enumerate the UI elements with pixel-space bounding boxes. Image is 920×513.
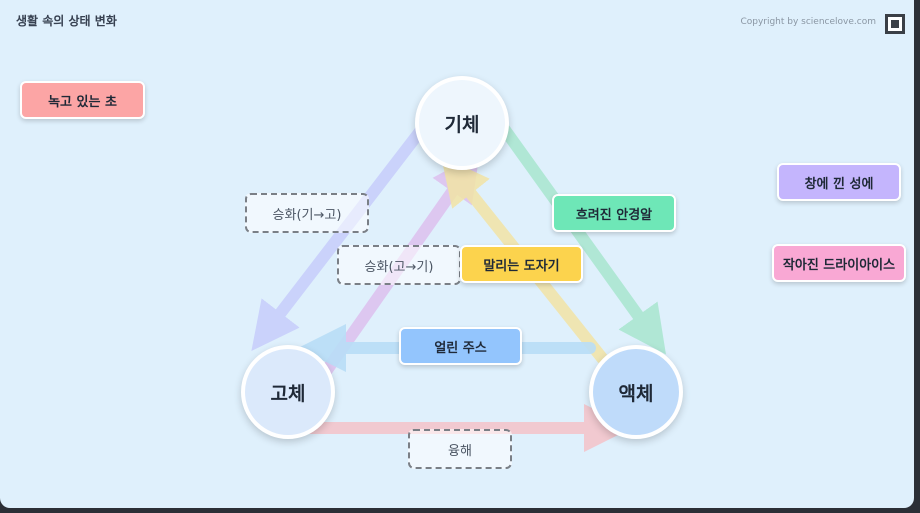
card-melting-candle[interactable]: 녹고 있는 초 [20, 81, 145, 119]
label-sublimation-gas-to-solid: 승화(기→고) [245, 193, 369, 233]
state-solid-node[interactable]: 고체 [241, 345, 335, 439]
card-shrunken-dry-ice[interactable]: 작아진 드라이아이스 [772, 244, 906, 282]
card-drying-pottery[interactable]: 말리는 도자기 [460, 245, 583, 283]
card-window-frost[interactable]: 창에 낀 성에 [777, 163, 901, 201]
card-foggy-glasses[interactable]: 흐려진 안경알 [552, 194, 676, 232]
state-liquid-node[interactable]: 액체 [589, 345, 683, 439]
state-gas-node[interactable]: 기체 [415, 76, 509, 170]
label-melting: 융해 [408, 429, 512, 469]
logo-icon [885, 14, 905, 34]
label-sublimation-solid-to-gas: 승화(고→기) [337, 245, 461, 285]
copyright-text: Copyright by sciencelove.com [740, 17, 876, 27]
arrow-gas-to-liquid [499, 124, 666, 355]
card-frozen-juice[interactable]: 얼린 주스 [399, 327, 522, 365]
page-title: 생활 속의 상태 변화 [16, 14, 117, 28]
